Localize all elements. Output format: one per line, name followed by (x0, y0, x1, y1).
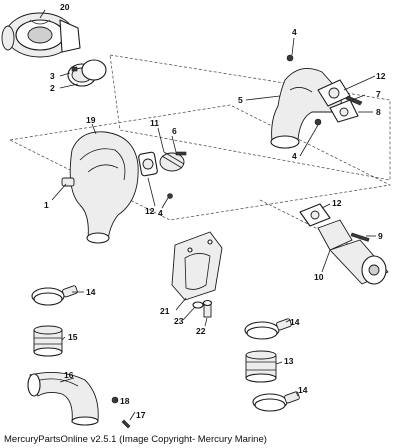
left-hose-clamp-set (31, 285, 78, 357)
callout-18: 18 (120, 396, 130, 406)
callout-11: 11 (150, 118, 159, 128)
callout-6: 6 (172, 126, 177, 136)
callout-15: 15 (68, 332, 78, 342)
callout-3: 3 (50, 71, 55, 81)
callout-12-mid: 12 (145, 206, 155, 216)
callout-14-left: 14 (86, 287, 96, 297)
callout-14-right-top: 14 (290, 317, 300, 327)
callout-10: 10 (314, 272, 324, 282)
exhaust-hose-part (27, 371, 99, 426)
callout-16: 16 (64, 370, 74, 380)
callout-9: 9 (378, 231, 383, 241)
callout-21: 21 (160, 306, 170, 316)
callout-1: 1 (44, 200, 49, 210)
callout-4-mid: 4 (292, 151, 297, 161)
riser-elbow-part (270, 54, 363, 149)
callout-20: 20 (60, 2, 70, 12)
callout-14-right-bottom: 14 (298, 385, 308, 395)
callout-13: 13 (284, 356, 294, 366)
callout-19: 19 (86, 115, 96, 125)
callout-8: 8 (376, 107, 381, 117)
bracket-plate-part (171, 231, 223, 318)
copyright-caption: MercuryPartsOnline v2.5.1 (Image Copyrig… (4, 434, 267, 445)
callout-17: 17 (136, 410, 146, 420)
callout-5: 5 (238, 95, 243, 105)
turbocharger-part (1, 12, 81, 58)
coupling-housing-part (299, 203, 389, 285)
callout-4-low: 4 (158, 208, 163, 218)
callout-22: 22 (196, 326, 206, 336)
callout-4-top: 4 (292, 27, 297, 37)
clamp-ring-part (67, 59, 107, 87)
exhaust-elbow-part (61, 131, 139, 244)
callout-12-low: 12 (332, 198, 342, 208)
callout-7: 7 (376, 89, 381, 99)
callout-12-top: 12 (376, 71, 386, 81)
right-hose-clamp-set (244, 318, 300, 412)
flange-gasket-part (138, 151, 187, 199)
callout-2: 2 (50, 83, 55, 93)
callout-labels: 20 2 3 1 4 5 4 12 7 8 19 11 6 12 4 12 9 … (44, 2, 386, 420)
callout-23: 23 (174, 316, 184, 326)
leader-lines (39, 9, 376, 421)
